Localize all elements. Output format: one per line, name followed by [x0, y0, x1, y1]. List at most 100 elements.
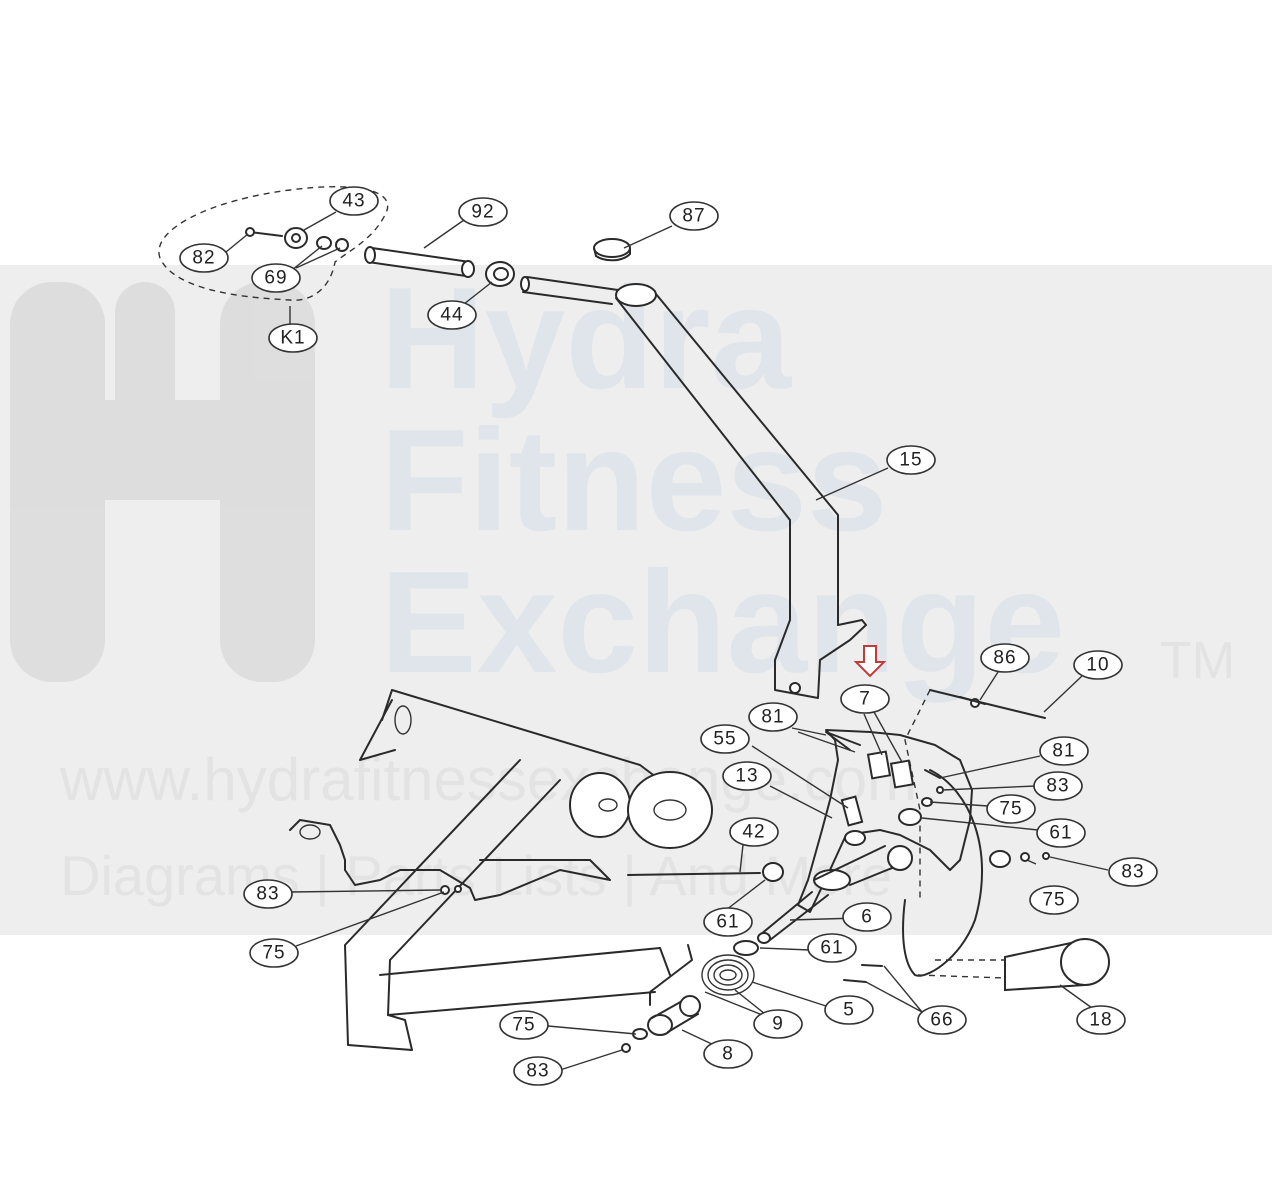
callouts: 43 92 87 82 69 44 K1 15 86 10 7 81 55 81…	[179, 186, 1158, 1086]
tube-92-end2	[461, 260, 475, 278]
callout-label: 7	[859, 689, 871, 710]
watermark-logo-icon	[10, 282, 315, 682]
pivot-hub-right	[887, 845, 913, 871]
callout: 44	[427, 300, 477, 330]
callout: 55	[700, 724, 750, 754]
watermark-line2: Fitness	[380, 399, 888, 561]
pin-alignment-line	[904, 689, 931, 900]
shaft-6-end	[757, 932, 771, 944]
callout-label: 81	[761, 707, 784, 728]
bolt-82	[249, 231, 283, 237]
screw-83-bottom	[621, 1043, 631, 1053]
callout: 92	[458, 197, 508, 227]
callout: 42	[729, 817, 779, 847]
rod-42	[627, 872, 761, 876]
callout: 61	[1036, 818, 1086, 848]
callout-label: 55	[713, 729, 736, 750]
callout: 87	[669, 201, 719, 231]
callout-label: K1	[280, 328, 305, 349]
callout-label: 42	[742, 822, 765, 843]
highlight-arrow-icon	[853, 645, 887, 678]
swing-bracket-hole	[299, 824, 321, 840]
callout: 69	[251, 263, 301, 293]
nut-69a	[316, 236, 332, 250]
callout-label: 66	[930, 1010, 953, 1031]
callout-label: 8	[722, 1044, 734, 1065]
callout-label: 81	[1052, 741, 1075, 762]
callout: 43	[329, 186, 379, 216]
spring-5	[701, 954, 755, 996]
pivot-hub-left	[813, 869, 851, 891]
callout: 18	[1076, 1005, 1126, 1035]
callout-label: 69	[264, 268, 287, 289]
callout-label: 13	[735, 766, 758, 787]
callout-label: 61	[820, 938, 843, 959]
callout: 66	[917, 1005, 967, 1035]
frame-upper-hole	[394, 705, 412, 735]
watermark: Hydra Fitness Exchange TM www.hydrafitne…	[0, 257, 1272, 935]
parts-line-art	[158, 186, 1110, 1053]
pad-alignment-lines	[917, 959, 1006, 979]
callout-label: 92	[471, 202, 494, 223]
tube-92	[367, 247, 471, 277]
lever-arm-top-opening	[615, 283, 657, 307]
callout: 5	[824, 995, 874, 1025]
washer-61-lower	[733, 940, 759, 956]
callout-label: 75	[999, 799, 1022, 820]
callout: 81	[748, 702, 798, 732]
callout-label: 44	[440, 305, 463, 326]
callout-label: 83	[1121, 862, 1144, 883]
frame-upper-gusset	[359, 699, 396, 761]
callout-label: 87	[682, 206, 705, 227]
screw-83-left	[454, 885, 462, 893]
callout: 61	[703, 907, 753, 937]
roller-8-front	[647, 1014, 673, 1036]
callout-label: 75	[512, 1015, 535, 1036]
lever-arm-bracket	[774, 619, 867, 699]
leader-lines	[225, 211, 1109, 1071]
bolts-81-left	[825, 731, 861, 751]
roller-pad-18-end	[1060, 938, 1110, 986]
watermark-url: www.hydrafitnessexchange.com	[59, 746, 917, 813]
watermark-line3: Exchange	[380, 541, 1065, 703]
callout: 10	[1073, 650, 1123, 680]
callout-label: 10	[1086, 655, 1109, 676]
callout: K1	[268, 323, 318, 353]
cam-plate	[902, 769, 983, 977]
spring-bracket	[649, 944, 693, 1006]
callout: 86	[980, 643, 1030, 673]
pivot-hub-top	[844, 830, 866, 846]
block-55	[840, 795, 864, 827]
bracket-hole	[789, 682, 801, 694]
callout: 83	[243, 879, 293, 909]
callout-label: 83	[1046, 776, 1069, 797]
lever-arm-15	[615, 293, 839, 626]
callout: 61	[807, 933, 857, 963]
stop-block-7a	[866, 750, 892, 780]
washer-61-mid	[762, 862, 784, 882]
washer-75-far	[1020, 852, 1030, 862]
callout-label: 5	[843, 1000, 855, 1021]
callout: 83	[1108, 857, 1158, 887]
callout-label: 9	[772, 1014, 784, 1035]
frame-lower-beam	[379, 947, 671, 1016]
callout: 75	[499, 1010, 549, 1040]
axle-tube	[522, 276, 619, 305]
callout: 81	[1039, 736, 1089, 766]
watermark-trademark: TM	[1160, 632, 1235, 690]
callout-label: 43	[342, 191, 365, 212]
callout-label: 18	[1089, 1010, 1112, 1031]
callout-label: 83	[526, 1061, 549, 1082]
callout-highlighted: 7	[840, 684, 890, 714]
pulley-assembly	[569, 771, 713, 849]
bushing-44-hole	[493, 267, 509, 281]
frame-upright	[344, 759, 561, 1051]
callout-label: 83	[256, 884, 279, 905]
callout-label: 15	[899, 450, 922, 471]
tube-92-end	[364, 246, 376, 264]
callout: 13	[722, 761, 772, 791]
washer-61-far	[989, 850, 1011, 868]
axle-tube-end	[520, 276, 530, 292]
washer-61-right	[898, 808, 922, 826]
